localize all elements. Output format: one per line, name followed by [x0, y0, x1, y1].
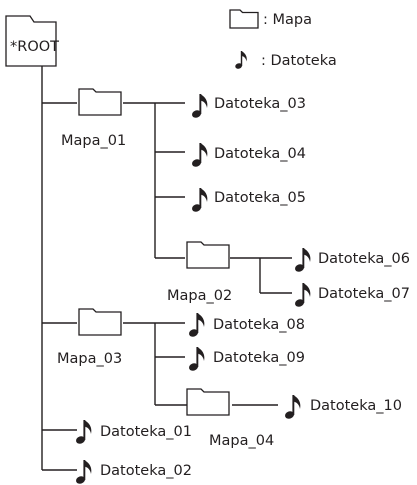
legend-file-label: : Datoteka: [261, 53, 337, 69]
file-node: Datoteka_04: [190, 143, 306, 168]
root-label: *ROOT: [10, 39, 59, 55]
music-note-icon: [74, 460, 92, 485]
folder-node-mapa-01: Mapa_01: [61, 88, 126, 149]
file-label: Datoteka_01: [100, 424, 192, 440]
folder-icon: [186, 241, 230, 269]
folder-icon: [78, 88, 122, 116]
root-node: *ROOT: [5, 15, 59, 67]
file-node: Datoteka_09: [187, 347, 305, 372]
file-node: Datoteka_02: [74, 460, 192, 485]
file-label: Datoteka_03: [214, 96, 306, 112]
file-label: Datoteka_07: [318, 286, 410, 302]
legend-folder-icon: [229, 9, 259, 29]
file-label: Datoteka_08: [213, 317, 305, 333]
file-label: Datoteka_05: [214, 190, 306, 206]
folder-node-mapa-02: Mapa_02: [167, 241, 232, 304]
file-node: Datoteka_05: [190, 188, 306, 213]
music-note-icon: [283, 395, 301, 420]
file-label: Datoteka_09: [213, 350, 305, 366]
file-node: Datoteka_01: [74, 420, 192, 445]
folder-icon: [78, 308, 122, 336]
music-note-icon: [187, 313, 205, 338]
file-node: Datoteka_03: [190, 94, 306, 119]
music-note-icon: [74, 420, 92, 445]
folder-label: Mapa_01: [61, 133, 126, 149]
file-label: Datoteka_04: [214, 146, 306, 162]
legend-music-note-icon: [234, 51, 247, 70]
file-node: Datoteka_08: [187, 313, 305, 338]
music-note-icon: [187, 347, 205, 372]
file-node: Datoteka_10: [283, 395, 402, 420]
file-node: Datoteka_07: [293, 283, 410, 308]
music-note-icon: [190, 94, 208, 119]
file-label: Datoteka_10: [310, 398, 402, 414]
legend-folder-label: : Mapa: [263, 12, 312, 28]
file-label: Datoteka_02: [100, 463, 192, 479]
folder-label: Mapa_04: [209, 433, 274, 449]
music-note-icon: [190, 143, 208, 168]
music-note-icon: [293, 283, 311, 308]
music-note-icon: [293, 248, 311, 273]
music-note-icon: [190, 188, 208, 213]
folder-label: Mapa_02: [167, 288, 232, 304]
folder-node-mapa-04: Mapa_04: [186, 388, 274, 449]
file-label: Datoteka_06: [318, 251, 410, 267]
file-node: Datoteka_06: [293, 248, 410, 273]
root-folder-icon: [5, 15, 57, 67]
folder-label: Mapa_03: [57, 351, 122, 367]
legend: : Mapa : Datoteka: [229, 9, 337, 70]
folder-icon: [186, 388, 230, 416]
folder-node-mapa-03: Mapa_03: [57, 308, 122, 367]
